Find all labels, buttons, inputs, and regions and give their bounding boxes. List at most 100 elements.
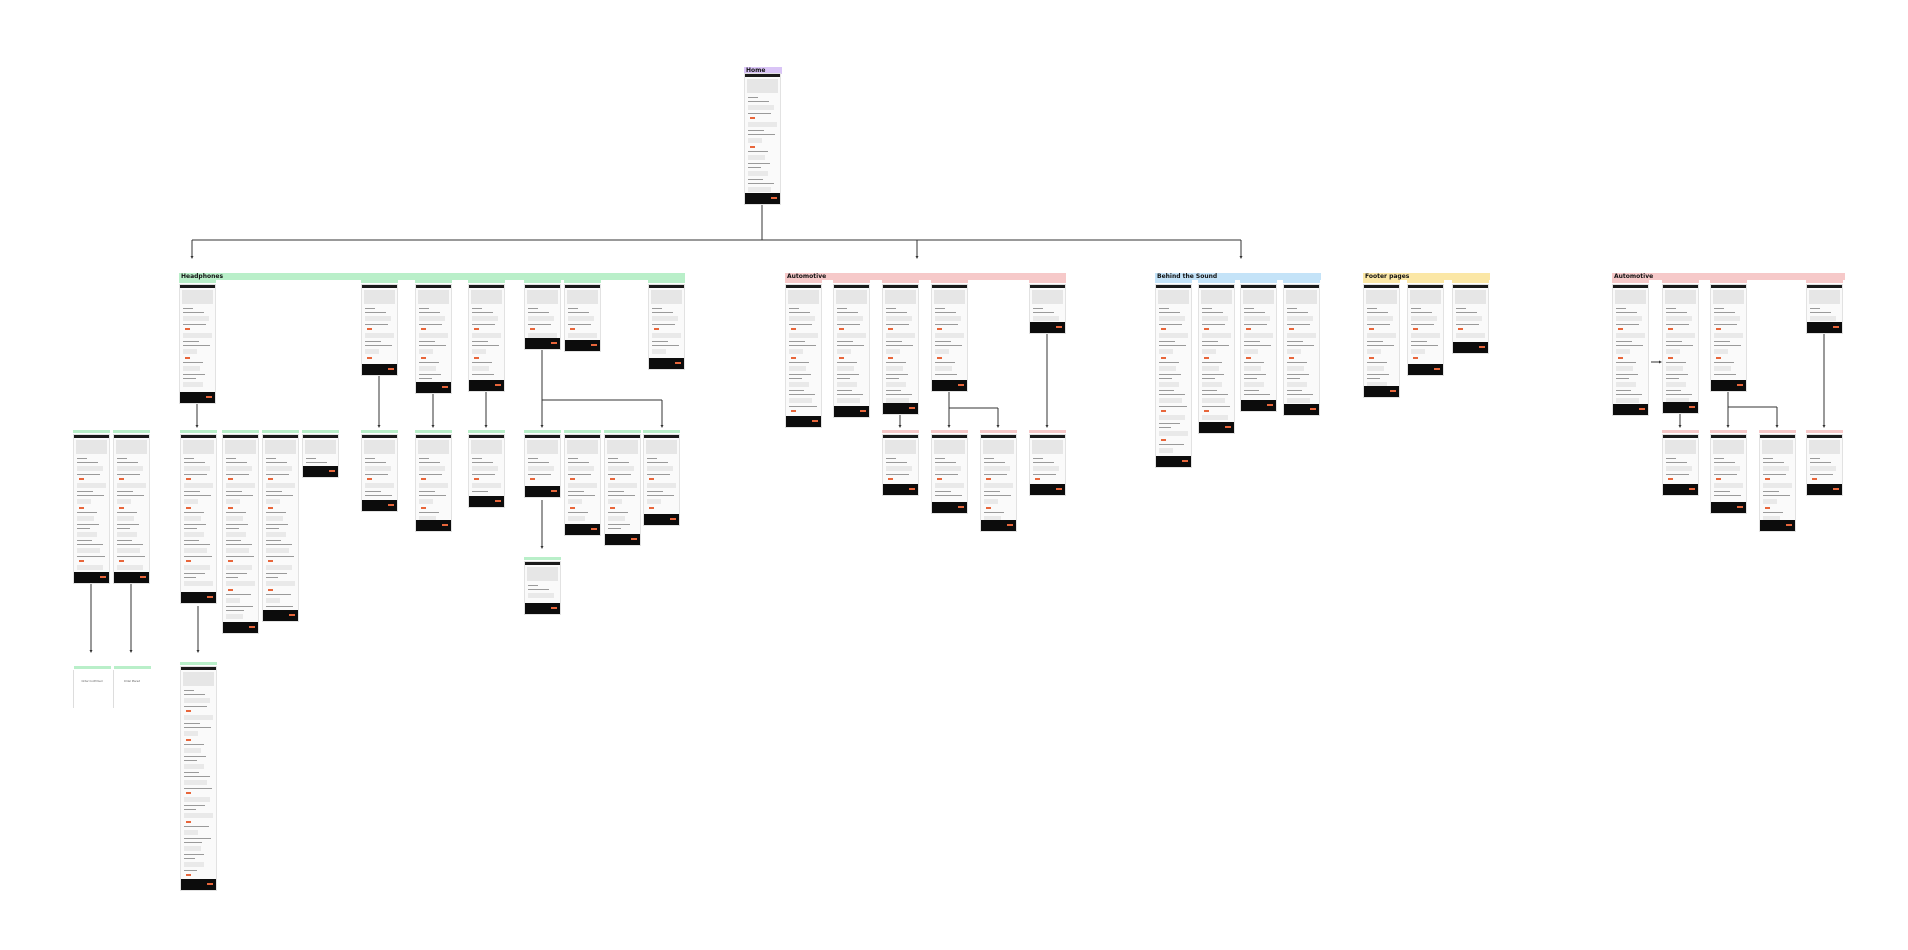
- page-text-line: [184, 826, 209, 827]
- page-text-line: [1159, 308, 1169, 309]
- page-content-block: [652, 333, 681, 338]
- page-text-line: [472, 312, 493, 313]
- page-cta-button: [791, 328, 796, 330]
- page-tag: [1806, 430, 1843, 433]
- page-nav-bar: [362, 435, 397, 438]
- order-placed-page: Order Placed: [113, 666, 151, 708]
- page-content-block: [568, 499, 582, 504]
- page-nav-bar: [1408, 285, 1443, 288]
- page-thumbnail: [564, 434, 601, 536]
- page-hero-block: [934, 440, 965, 454]
- page-cta-button: [839, 357, 844, 359]
- page-content-block: [226, 466, 252, 471]
- page-tag: [1240, 280, 1277, 283]
- page-text-line: [184, 744, 204, 745]
- page-text-line: [184, 462, 205, 463]
- page-content-block: [77, 499, 91, 504]
- page-content-block: [1367, 333, 1396, 338]
- page-text-line: [568, 458, 578, 459]
- page-content-block: [419, 483, 448, 488]
- page-text-line: [789, 341, 805, 342]
- page-content-block: [652, 316, 678, 321]
- page-text-line: [226, 540, 241, 541]
- page-nav-bar: [469, 435, 504, 438]
- page-content-block: [837, 349, 851, 354]
- page-cta-button: [986, 507, 991, 509]
- page-text-line: [608, 495, 635, 496]
- page-text-line: [1287, 374, 1309, 375]
- page-text-line: [652, 324, 675, 325]
- page-cta-button: [1765, 478, 1770, 480]
- page-footer: [565, 340, 600, 351]
- page-tag: [604, 430, 641, 433]
- page-text-line: [935, 491, 951, 492]
- page-content-block: [1159, 398, 1182, 403]
- page-tag: [1029, 430, 1066, 433]
- page-footer: [883, 484, 918, 495]
- page-footer: [883, 403, 918, 414]
- page-text-line: [226, 491, 242, 492]
- page-thumbnail: [113, 434, 150, 584]
- page-text-line: [652, 312, 673, 313]
- page-content-block: [1159, 366, 1176, 371]
- page-text-line: [419, 312, 440, 313]
- page-text-line: [789, 406, 817, 407]
- page-thumbnail: [222, 434, 259, 634]
- page-tag: [833, 280, 870, 283]
- page-text-line: [117, 544, 143, 545]
- page-hero-block: [1455, 290, 1486, 304]
- page-content-block: [837, 382, 857, 387]
- page-text-line: [184, 577, 196, 578]
- page-thumbnail: [980, 434, 1017, 532]
- page-cta-button: [119, 560, 124, 562]
- page-text-line: [184, 573, 205, 574]
- page-text-line: [117, 495, 144, 496]
- page-nav-bar: [605, 435, 640, 438]
- page-text-line: [1616, 362, 1636, 363]
- page-text-line: [472, 462, 493, 463]
- page-text-line: [984, 462, 1005, 463]
- page-content-block: [837, 333, 866, 338]
- page-footer: [1030, 484, 1065, 495]
- page-text-line: [226, 594, 251, 595]
- arrow-head-icon: [1775, 425, 1779, 428]
- page-footer: [1156, 456, 1191, 467]
- page-text-line: [1763, 458, 1773, 459]
- page-tag: [1155, 280, 1192, 283]
- page-nav-bar: [180, 285, 215, 288]
- page-footer: [1711, 380, 1746, 391]
- page-text-line: [837, 394, 863, 395]
- page-content-block: [1666, 316, 1692, 321]
- page-content-block: [1202, 316, 1228, 321]
- page-tag: [524, 280, 561, 283]
- page-nav-bar: [1364, 285, 1399, 288]
- page-text-line: [608, 458, 618, 459]
- page-text-line: [1714, 341, 1730, 342]
- page-content-block: [226, 565, 252, 570]
- page-text-line: [419, 512, 439, 513]
- page-text-line: [419, 378, 432, 379]
- page-text-line: [184, 491, 200, 492]
- page-tag: [1407, 280, 1444, 283]
- page-text-line: [528, 324, 551, 325]
- page-content-block: [184, 548, 207, 553]
- page-thumbnail: [1029, 284, 1066, 334]
- page-text-line: [184, 772, 199, 773]
- page-nav-bar: [525, 562, 560, 565]
- page-text-line: [608, 528, 621, 529]
- page-text-line: [1287, 312, 1308, 313]
- page-text-line: [568, 474, 591, 475]
- page-text-line: [77, 512, 97, 513]
- page-tag: [468, 430, 505, 433]
- page-content-block: [647, 483, 676, 488]
- section-header-home: Home: [744, 67, 782, 74]
- page-content-block: [568, 316, 594, 321]
- page-hero-block: [1762, 440, 1793, 454]
- page-content-block: [1244, 349, 1258, 354]
- page-content-block: [419, 466, 445, 471]
- page-content-block: [568, 516, 585, 521]
- page-cta-button: [185, 357, 190, 359]
- page-text-line: [886, 345, 913, 346]
- page-footer: [114, 572, 149, 583]
- page-text-line: [472, 374, 494, 375]
